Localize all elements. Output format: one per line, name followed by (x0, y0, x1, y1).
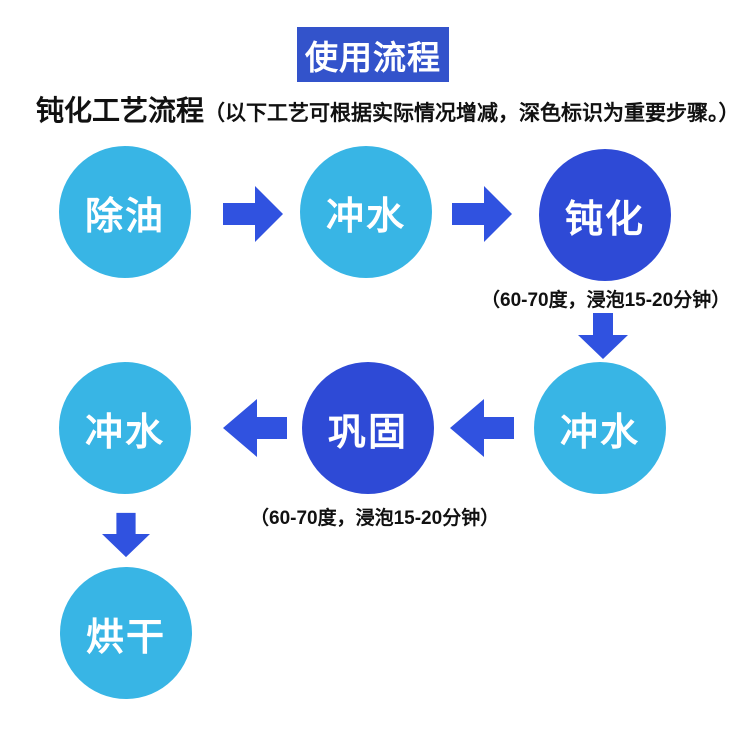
step-label: 冲水 (325, 195, 406, 238)
step-label: 烘干 (85, 616, 166, 659)
step-label: 冲水 (84, 411, 165, 454)
arrow-left-icon (450, 399, 514, 457)
page-title: 使用流程 (305, 38, 441, 76)
arrow-right-icon (452, 186, 512, 242)
step-circle-passivate: 钝化 (539, 149, 671, 281)
arrow-down-icon (102, 512, 150, 558)
step-note-passivate: （60-70度，浸泡15-20分钟） (481, 290, 731, 311)
arrow-right-icon (223, 186, 283, 242)
subtitle-main: 钝化工艺流程 (36, 95, 205, 126)
step-circle-rinse-3: 冲水 (59, 362, 191, 494)
step-circle-consolidate: 巩固 (302, 362, 434, 494)
arrow-down-icon (578, 313, 628, 359)
step-label: 钝化 (564, 198, 645, 241)
step-circle-rinse-1: 冲水 (300, 146, 432, 278)
step-note-consolidate: （60-70度，浸泡15-20分钟） (250, 508, 500, 529)
step-label: 冲水 (559, 411, 640, 454)
subtitle-paren-note: （以下工艺可根据实际情况增减，深色标识为重要步骤。） (204, 102, 740, 125)
step-label: 巩固 (327, 411, 408, 454)
step-circle-rinse-2: 冲水 (534, 362, 666, 494)
step-circle-dry: 烘干 (60, 567, 192, 699)
step-circle-degrease: 除油 (59, 146, 191, 278)
arrow-left-icon (223, 399, 287, 457)
subtitle: 钝化工艺流程（以下工艺可根据实际情况增减，深色标识为重要步骤。） (36, 89, 742, 129)
step-label: 除油 (84, 195, 165, 238)
title-banner: 使用流程 (297, 27, 449, 82)
